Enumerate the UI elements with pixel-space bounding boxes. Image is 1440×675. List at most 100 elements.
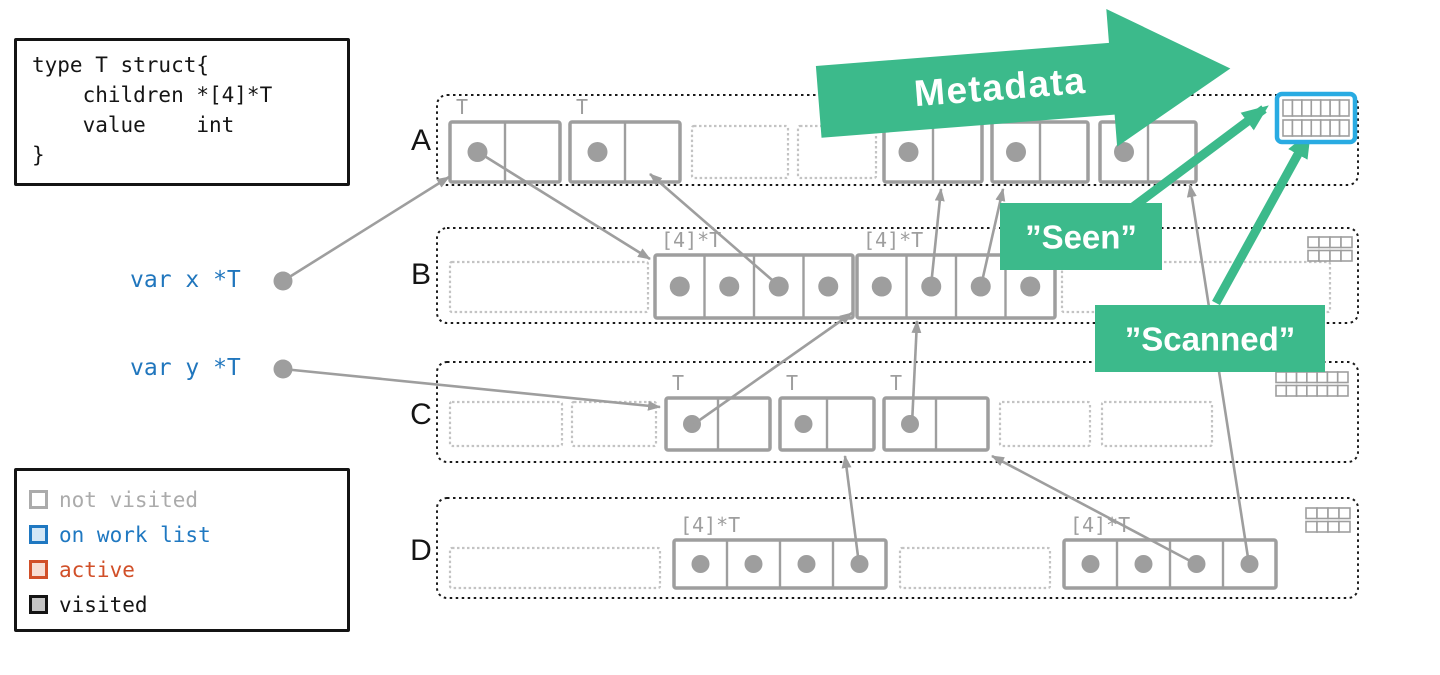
pointer-slot-dot (1006, 142, 1026, 162)
metadata-bit (1329, 249, 1342, 262)
metadata-bit (1336, 384, 1349, 397)
type-label: [4]*T (680, 513, 740, 537)
pointer-arrow (929, 188, 945, 287)
pointer-arrow (282, 367, 661, 411)
heap-row-D-label: D (410, 534, 432, 567)
free-slot (898, 546, 1052, 590)
metadata-bit (1340, 236, 1353, 249)
metadata-bit (1295, 384, 1308, 397)
scanned-box (1095, 305, 1325, 372)
metadata-bit (1282, 99, 1294, 117)
metadata-grid-C (1275, 371, 1349, 397)
legend-label: not visited (59, 487, 199, 512)
metadata-grid-A-highlighted (1274, 91, 1358, 145)
pointer-slot-dot (683, 415, 701, 433)
free-slot (448, 546, 662, 590)
var-pointer-dot (273, 271, 293, 291)
metadata-bit (1275, 384, 1288, 397)
metadata-bit (1316, 507, 1329, 520)
metadata-bit (1310, 119, 1322, 137)
metadata-bit (1282, 119, 1294, 137)
legend-label: on work list (59, 522, 211, 547)
pointer-slot-dot (587, 142, 608, 162)
heap-row-C-label: C (410, 398, 432, 431)
on-work-list-swatch-icon (29, 525, 48, 544)
metadata-bit (1306, 384, 1318, 397)
metadata-bit (1316, 371, 1329, 384)
heap-row-D-border (436, 497, 1359, 599)
type-label: T (672, 371, 684, 395)
pointer-slot-dot (794, 415, 813, 433)
metadata-bit (1326, 371, 1339, 384)
metadata-bit (1295, 371, 1308, 384)
pointer-slot-dot (1134, 555, 1153, 573)
metadata-bit (1316, 520, 1329, 533)
not-visited-swatch-icon (29, 490, 48, 509)
metadata-bit (1305, 507, 1318, 520)
legend-item-not-visited: not visited (29, 482, 347, 517)
green-arrow (1212, 130, 1312, 306)
metadata-grid-B (1307, 236, 1353, 262)
metadata-bit (1291, 99, 1303, 117)
free-slot (448, 260, 650, 314)
metadata-bit (1327, 507, 1340, 520)
metadata-bit (1318, 236, 1331, 249)
pointer-slot-dot (898, 142, 919, 162)
legend-item-visited: visited (29, 587, 347, 622)
heap-row-B-border (436, 227, 1359, 324)
metadata-bit (1336, 371, 1349, 384)
free-slot (1100, 400, 1214, 448)
legend-item-active: active (29, 552, 347, 587)
seen-label: ”Seen” (1025, 219, 1137, 256)
pointer-arrow (282, 175, 450, 283)
metadata-bit (1307, 249, 1320, 262)
struct-definition-box: type T struct{ children *[4]*T value int… (14, 38, 350, 186)
pointer-slot-dot (1240, 555, 1259, 573)
metadata-bit (1305, 520, 1318, 533)
metadata-bit (1340, 249, 1353, 262)
pointer-arrow (477, 150, 651, 261)
var-y-label: var y *T (130, 355, 241, 381)
green-arrow (1130, 105, 1269, 211)
type-label: T (786, 371, 798, 395)
type-label: [4]*T (661, 228, 721, 252)
pointer-slot-dot (1187, 555, 1206, 573)
legend-box: not visited on work list active visited (14, 468, 350, 632)
metadata-bit (1319, 99, 1331, 117)
pointer-slot-dot (669, 276, 690, 297)
pointer-slot-dot (467, 142, 488, 162)
seen-box (1000, 203, 1162, 270)
active-swatch-icon (29, 560, 48, 579)
metadata-bit (1316, 384, 1329, 397)
metadata-bit (1326, 384, 1339, 397)
pointer-slot-dot (1081, 555, 1100, 573)
metadata-bit (1291, 119, 1303, 137)
metadata-bit (1285, 384, 1298, 397)
metadata-bit (1318, 249, 1331, 262)
pointer-slot-dot (901, 415, 919, 433)
metadata-bit (1329, 119, 1341, 137)
pointer-arrow (841, 455, 861, 565)
legend-label: active (59, 557, 135, 582)
metadata-bit (1327, 520, 1340, 533)
metadata-block-arrow: Metadata (815, 8, 1231, 147)
pointer-arrow (979, 188, 1006, 287)
metadata-bit (1338, 99, 1350, 117)
heap-row-A-label: A (411, 124, 431, 157)
pointer-slot-dot (871, 276, 892, 297)
metadata-bit (1338, 119, 1350, 137)
code-line: } (32, 143, 45, 167)
free-slot (1060, 260, 1332, 314)
scanned-label: ”Scanned” (1125, 321, 1296, 358)
metadata-grid-D (1305, 507, 1351, 533)
pointer-slot-dot (921, 276, 942, 297)
pointer-slot-dot (850, 555, 869, 573)
pointer-slot-dot (744, 555, 763, 573)
var-pointer-dot (273, 359, 293, 379)
pointer-slot-dot (691, 555, 710, 573)
pointer-slot-dot (1114, 142, 1134, 162)
metadata-bit (1285, 371, 1298, 384)
free-slot (998, 400, 1092, 448)
